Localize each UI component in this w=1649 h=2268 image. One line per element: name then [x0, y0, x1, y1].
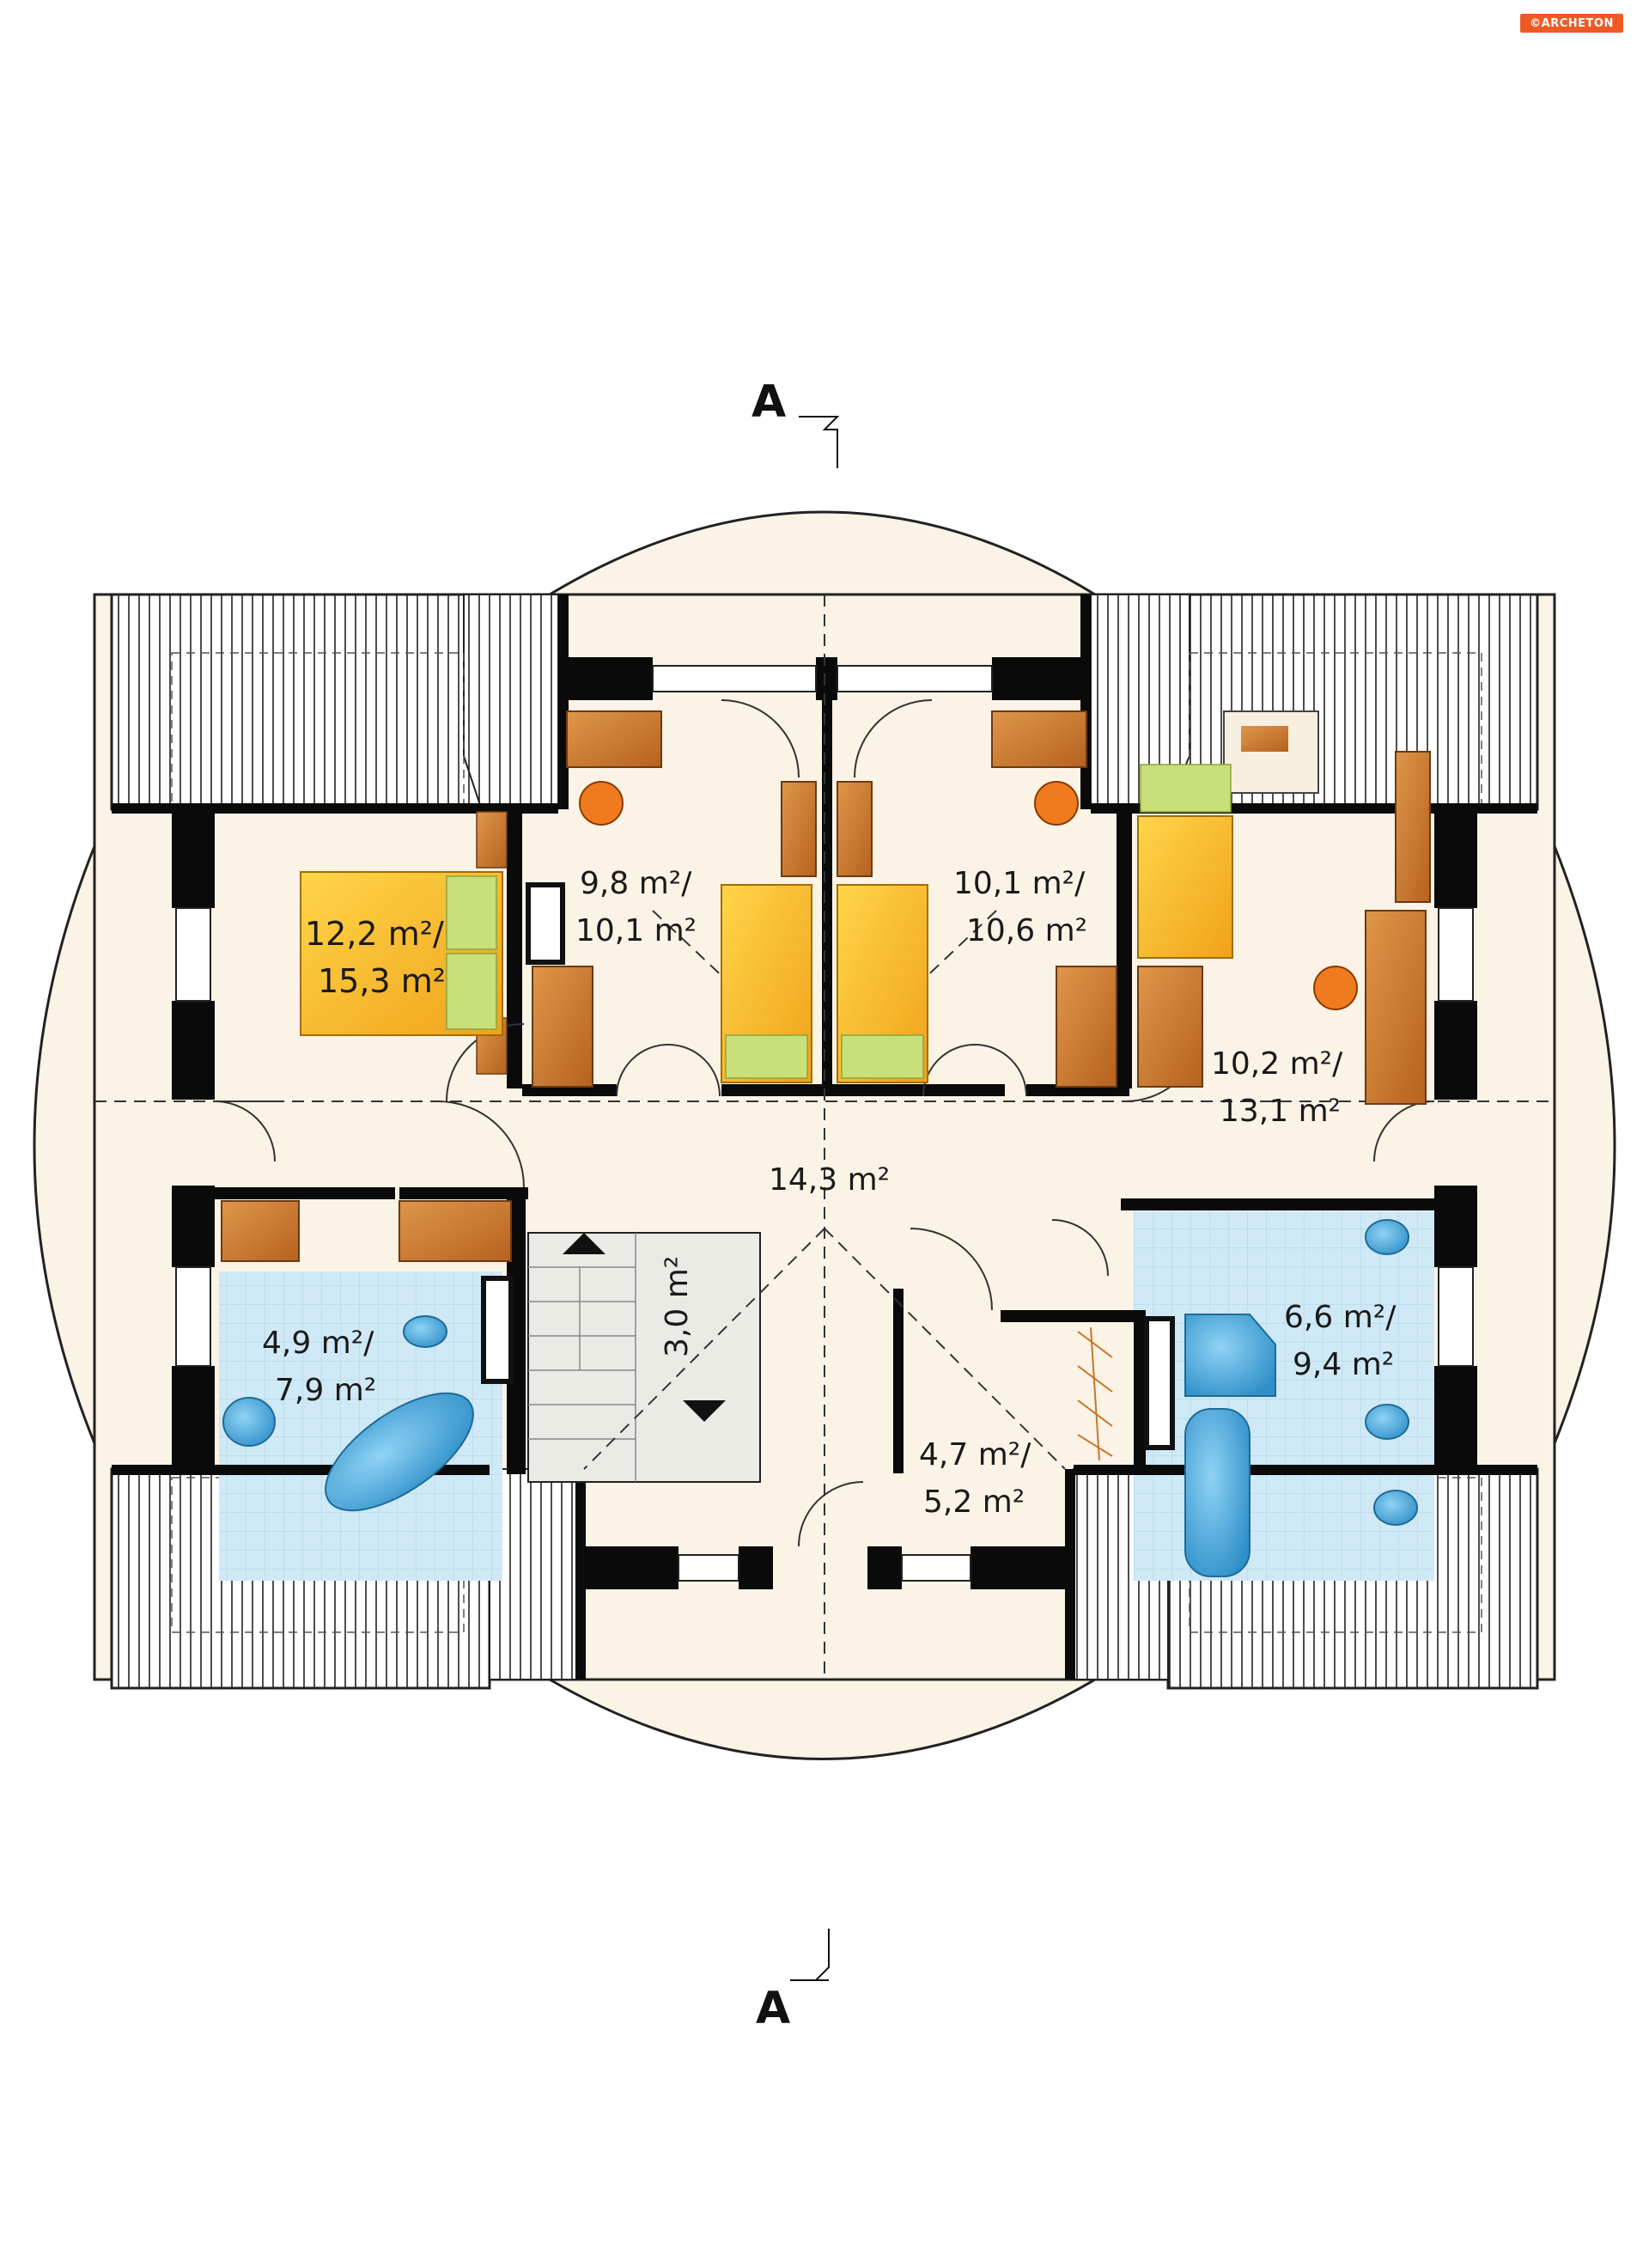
bath-right-floor [1134, 1211, 1434, 1581]
area-room-center-l-1: 9,8 m²/ [580, 866, 692, 901]
area-room-right-2: 13,1 m² [1220, 1094, 1341, 1129]
area-bath-right-1: 6,6 m²/ [1284, 1300, 1396, 1335]
staircase [527, 1232, 761, 1483]
area-closet-2: 5,2 m² [923, 1485, 1025, 1520]
area-room-right-1: 10,2 m²/ [1211, 1046, 1343, 1082]
section-marker-bottom: A [756, 1929, 830, 2034]
bath-fixtures [222, 1219, 1418, 1577]
area-stairs: 3,0 m² [660, 1256, 695, 1357]
area-bath-left-1: 4,9 m²/ [262, 1326, 374, 1361]
archeton-logo: ©ARCHETON [1520, 14, 1623, 33]
area-hall: 14,3 m² [769, 1162, 890, 1198]
windows [175, 665, 1474, 1582]
beds [300, 764, 1233, 1083]
area-room-center-l-2: 10,1 m² [575, 913, 697, 948]
area-room-center-r-1: 10,1 m²/ [953, 866, 1086, 901]
area-bedroom-left-2: 15,3 m² [318, 962, 446, 1000]
chairs [579, 781, 1358, 1010]
room-labels: 12,2 m²/ 15,3 m² 9,8 m²/ 10,1 m² 10,1 m²… [262, 866, 1396, 1520]
area-bath-left-2: 7,9 m² [275, 1373, 376, 1408]
area-room-center-r-2: 10,6 m² [966, 913, 1087, 948]
furniture [221, 710, 1431, 1461]
svg-text:A: A [751, 376, 786, 428]
area-closet-1: 4,7 m²/ [919, 1437, 1031, 1472]
bed-single [1137, 815, 1233, 959]
svg-text:A: A [756, 1983, 790, 2034]
section-marker-top: A [751, 376, 840, 468]
desk [566, 710, 662, 768]
desk [991, 710, 1087, 768]
walls [112, 594, 1537, 1680]
area-bath-right-2: 9,4 m² [1293, 1347, 1394, 1382]
area-bedroom-left-1: 12,2 m²/ [305, 915, 444, 953]
